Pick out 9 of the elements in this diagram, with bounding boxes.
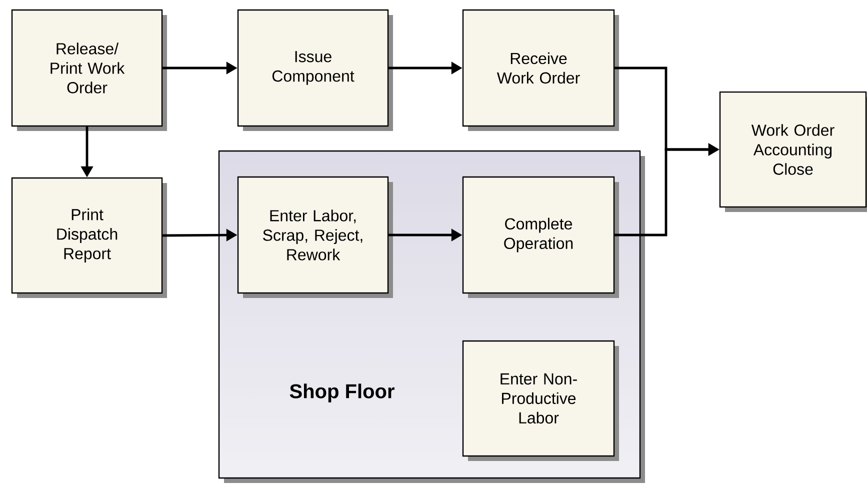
- panel-title: Shop Floor: [290, 384, 394, 402]
- process-box: Complete Operation: [462, 176, 619, 298]
- process-box: Print Dispatch Report: [11, 177, 167, 298]
- process-box: Enter Labor, Scrap, Reject, Rework: [237, 176, 393, 298]
- process-box: Receive Work Order: [462, 9, 619, 131]
- process-box: Issue Component: [237, 9, 393, 131]
- process-box: Work Order Accounting Close: [719, 91, 867, 212]
- process-box: Enter Non-Productive Labor: [462, 340, 619, 461]
- process-box: Release/ Print Work Order: [11, 9, 167, 131]
